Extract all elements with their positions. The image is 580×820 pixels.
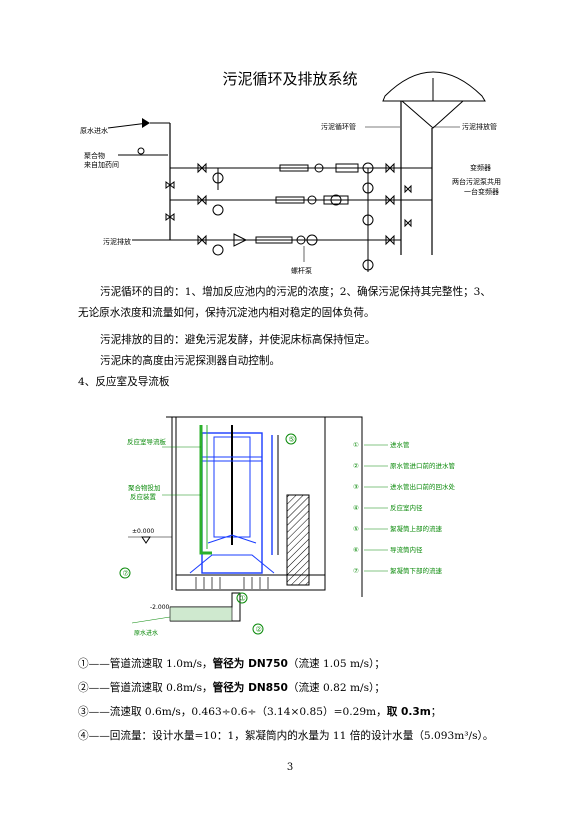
svg-text:①: ① bbox=[240, 595, 246, 603]
sludge-system-title: 污泥循环及排放系统 bbox=[222, 70, 357, 88]
legend-text: 絮凝筒下部的流速 bbox=[390, 566, 443, 575]
svg-text:⑤: ⑤ bbox=[289, 436, 295, 444]
inlet-arrow-icon bbox=[142, 118, 150, 128]
spec-tail: ； bbox=[430, 706, 442, 718]
spec-text: ——管道流速取 0.8m/s， bbox=[88, 682, 213, 694]
tank-cone bbox=[401, 100, 464, 129]
pump-group-1 bbox=[197, 162, 374, 190]
spec-line-2: ②——管道流速取 0.8m/s，管径为 DN850（流速 0.82 m/s）； bbox=[78, 680, 385, 695]
right-instruments bbox=[362, 162, 412, 272]
paragraph-discharge: 污泥排放的目的：避免污泥发酵，并使泥床标高保持恒定。 bbox=[100, 334, 376, 346]
label-circ-pipe: 污泥循环管 bbox=[321, 122, 356, 131]
svg-text:②: ② bbox=[256, 626, 262, 634]
legend-text: 导流筒内径 bbox=[390, 545, 423, 554]
legend-num: ⑦ bbox=[353, 567, 359, 575]
label-vfd-note2: 一台变频器 bbox=[464, 187, 499, 196]
callout-markers: ⑤ ⑦ ① ② bbox=[119, 433, 297, 635]
tank-outer-wall bbox=[166, 416, 326, 591]
header-valve-icons bbox=[165, 181, 175, 221]
sludge-system-diagram: 污泥循环及排放系统 污泥循环管 污泥排放管 原水进水 聚合物 来自加药间 污泥排… bbox=[80, 70, 501, 275]
legend-num: ⑤ bbox=[353, 525, 359, 533]
legend-num: ③ bbox=[353, 483, 359, 491]
spec-line-4: ④——回流量：设计水量=10：1，絮凝筒内的水量为 11 倍的设计水量（5.09… bbox=[78, 728, 493, 743]
spec-text: ——管道流速取 1.0m/s， bbox=[88, 658, 213, 670]
legend-num: ① bbox=[353, 441, 359, 449]
spec-text: ——回流量：设计水量=10：1，絮凝筒内的水量为 11 倍的设计水量（5.093… bbox=[88, 730, 494, 742]
legend-text: 原水管进口前的进水管 bbox=[390, 461, 456, 470]
spec-text: ——流速取 0.6m/s，0.463÷0.6÷（3.14×0.85）=0.29m… bbox=[88, 706, 387, 718]
paragraph-circulation: 污泥循环的目的：1、增加反应池内的污泥的浓度；2、确保污泥保持其完整性；3、 bbox=[100, 286, 491, 298]
legend: ① 进水管 ② 原水管进口前的进水管 ③ 进水管出口前的回水处 ④ 反应室内径 … bbox=[353, 440, 456, 575]
pump-group-3 bbox=[197, 233, 318, 256]
label-polymer-2: 反应装置 bbox=[130, 492, 157, 501]
label-raw-water-in: 原水进水 bbox=[134, 629, 158, 637]
label-guide-plate: 反应室导流板 bbox=[127, 437, 167, 446]
reactor-diagram: 反应室导流板 聚合物投加 反应装置 ±0.000 -2.000 原水进水 ⑤ ⑦… bbox=[119, 416, 456, 637]
paragraph-bed-height: 污泥床的高度由污泥探测器自动控制。 bbox=[100, 355, 281, 367]
feed-pipe bbox=[199, 425, 212, 555]
label-flocculant-source: 来自加药间 bbox=[84, 160, 119, 169]
label-vfd-note1: 两台污泥泵共用 bbox=[452, 177, 501, 186]
spec-num: ① bbox=[78, 658, 89, 670]
label-sludge-out: 污泥排放 bbox=[103, 237, 131, 246]
label-raw-inlet: 原水进水 bbox=[80, 126, 108, 135]
spec-num: ④ bbox=[78, 730, 89, 742]
datum-marker-icon bbox=[141, 536, 151, 544]
legend-num: ② bbox=[353, 462, 359, 470]
spec-tail: （流速 0.82 m/s）； bbox=[287, 682, 385, 694]
page-number: 3 bbox=[286, 762, 294, 773]
svg-text:⑦: ⑦ bbox=[123, 570, 129, 578]
spec-line-1: ①——管道流速取 1.0m/s，管径为 DN750（流速 1.05 m/s）； bbox=[78, 656, 385, 671]
legend-num: ④ bbox=[353, 504, 359, 512]
spec-line-3: ③——流速取 0.6m/s，0.463÷0.6÷（3.14×0.85）=0.29… bbox=[78, 704, 441, 719]
paragraph-circulation-cont: 无论原水浓度和流量如何，保持沉淀池内相对稳定的固体负荷。 bbox=[78, 307, 375, 319]
settling-hatch bbox=[286, 494, 310, 586]
spec-bold: 管径为 DN850 bbox=[212, 682, 288, 694]
pump-group-2 bbox=[197, 194, 349, 216]
section-heading: 4、反应室及导流板 bbox=[78, 376, 170, 388]
dosing-valve-icon bbox=[137, 147, 145, 155]
spec-tail: （流速 1.05 m/s）； bbox=[287, 658, 385, 670]
label-vfd: 变频器 bbox=[470, 163, 491, 172]
label-polymer-1: 聚合物投加 bbox=[128, 483, 161, 492]
label-depth: -2.000 bbox=[150, 604, 170, 611]
tank-dome bbox=[382, 71, 486, 102]
spec-num: ③ bbox=[78, 706, 89, 718]
spec-bold: 管径为 DN750 bbox=[212, 658, 288, 670]
legend-text: 反应室内径 bbox=[390, 503, 423, 512]
label-datum: ±0.000 bbox=[132, 528, 154, 535]
label-disch-pipe: 污泥排放管 bbox=[462, 122, 497, 131]
legend-text: 絮凝筒上部的流速 bbox=[390, 524, 443, 533]
legend-text: 进水管 bbox=[390, 440, 410, 449]
spec-bold: 取 0.3m bbox=[386, 706, 431, 718]
spec-num: ② bbox=[78, 682, 89, 694]
legend-text: 进水管出口前的回水处 bbox=[390, 482, 456, 491]
reactor-cone bbox=[189, 554, 275, 574]
legend-num: ⑥ bbox=[353, 546, 359, 554]
label-screw-pump: 螺杆泵 bbox=[291, 266, 312, 275]
label-flocculant: 聚合物 bbox=[84, 151, 105, 160]
